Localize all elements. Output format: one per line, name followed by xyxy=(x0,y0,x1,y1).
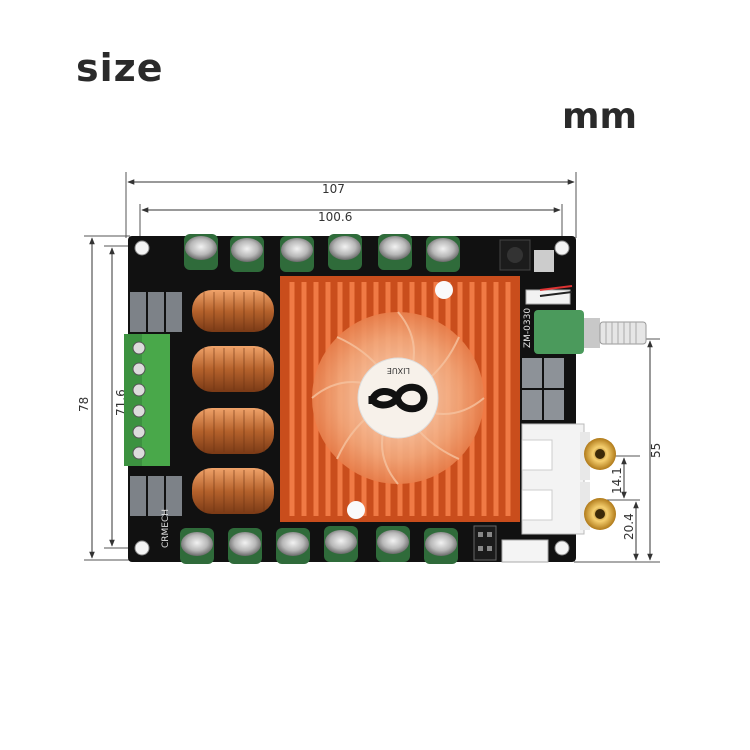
fan-brand: LIXUE xyxy=(387,366,410,375)
board-label: CRMECH xyxy=(161,509,171,548)
dim-overall-height: 78 xyxy=(77,397,91,412)
dim-rca-spacing: 14.1 xyxy=(610,467,624,494)
dim-overall-width: 107 xyxy=(322,182,345,196)
right-components xyxy=(499,239,573,420)
inductor-coils xyxy=(192,290,274,514)
capacitors-bottom xyxy=(180,526,458,564)
mount-hole-tr xyxy=(554,240,570,256)
volume-knob xyxy=(534,310,647,354)
rca-jacks xyxy=(521,423,616,535)
bottom-connectors xyxy=(473,525,549,563)
dim-rca-height: 55 xyxy=(649,443,663,458)
mount-hole-bl xyxy=(134,540,150,556)
page-title: size xyxy=(76,46,164,90)
filter-modules-left xyxy=(130,292,182,516)
heatsink: LIXUE xyxy=(280,276,520,522)
dim-rca-offset: 20.4 xyxy=(622,513,636,540)
speaker-terminal xyxy=(124,334,170,466)
capacitors-top xyxy=(184,234,460,272)
mount-hole-br xyxy=(554,540,570,556)
mount-hole-tl xyxy=(134,240,150,256)
dim-hole-width: 100.6 xyxy=(318,210,352,224)
unit-label: mm xyxy=(562,96,638,137)
model-label: ZM-0330 xyxy=(523,308,533,348)
fan-logo-icon xyxy=(368,383,428,413)
